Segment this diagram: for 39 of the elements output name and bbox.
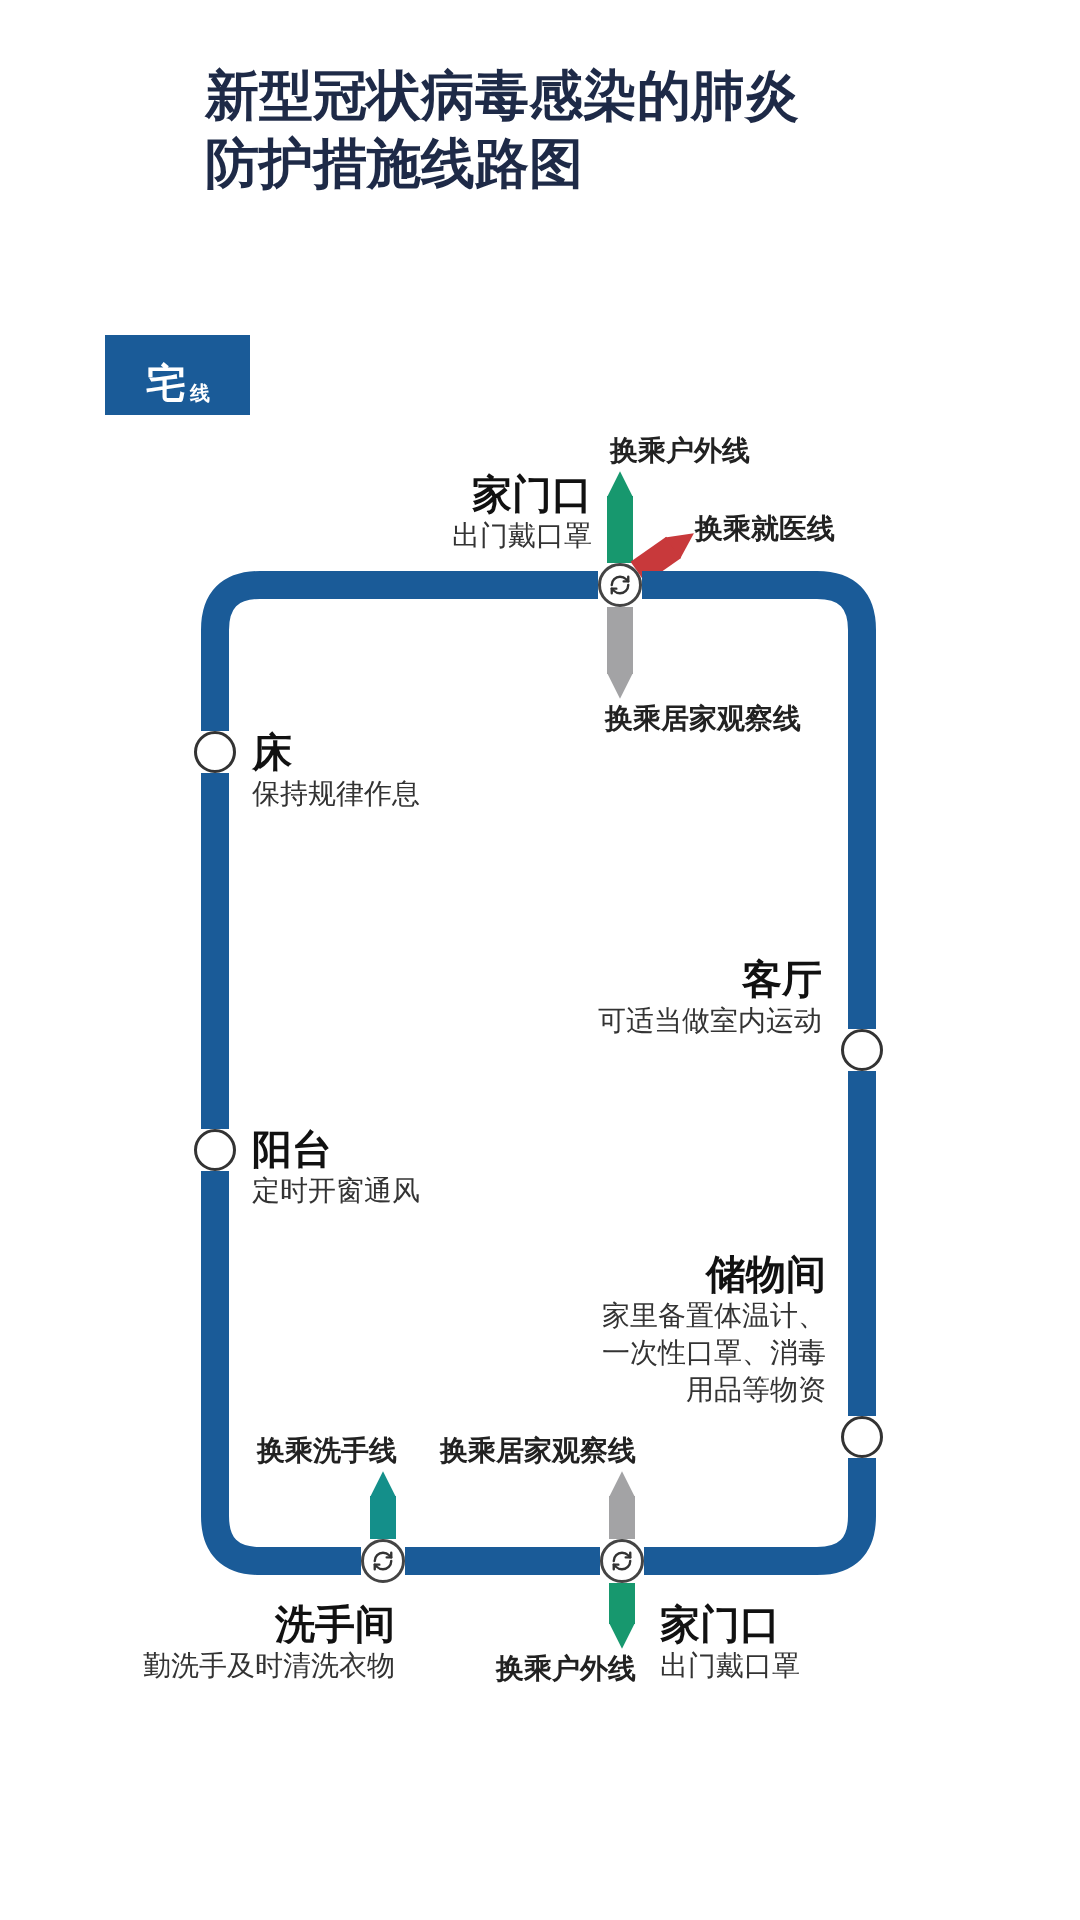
metro-line (201, 773, 229, 1129)
station-note: 家里备置体温计、一次性口罩、消毒用品等物资 (601, 1299, 826, 1407)
station-note: 勤洗手及时清洗衣物 (143, 1649, 395, 1683)
transfer-label: 换乘户外线 (610, 434, 750, 468)
metro-line (201, 571, 598, 731)
transfer-label: 换乘居家观察线 (440, 1434, 636, 1468)
transfer-label: 换乘户外线 (496, 1652, 636, 1686)
metro-line (848, 1071, 876, 1416)
station-name: 储物间 (706, 1251, 826, 1298)
station-note: 定时开窗通风 (252, 1174, 420, 1208)
transfer-arrow (609, 1471, 635, 1539)
transfer-arrow (607, 471, 633, 563)
transfer-icon (361, 1539, 405, 1583)
station-note: 出门戴口罩 (660, 1649, 800, 1683)
station-note: 保持规律作息 (252, 777, 420, 811)
transfer-arrow (370, 1471, 396, 1539)
transfer-icon (600, 1539, 644, 1583)
title: 新型冠状病毒感染的肺炎防护措施线路图 (205, 64, 800, 195)
transfer-arrow (607, 607, 633, 699)
line-name: 线 (189, 383, 210, 403)
station-name: 床 (252, 729, 292, 776)
station-note: 出门戴口罩 (452, 519, 592, 553)
line-name-box (105, 335, 250, 415)
metro-line (405, 1547, 600, 1575)
transfer-icon (598, 563, 642, 607)
station-name: 洗手间 (275, 1601, 395, 1648)
station-name: 家门口 (660, 1601, 780, 1648)
transfer-arrow (609, 1583, 635, 1649)
station-name: 客厅 (742, 956, 822, 1003)
metro-line (644, 1458, 876, 1575)
metro-line (201, 1171, 361, 1575)
transfer-label: 换乘就医线 (695, 512, 835, 546)
station-name: 阳台 (252, 1126, 332, 1173)
station-name: 家门口 (472, 471, 592, 518)
metro-line (642, 571, 876, 1029)
transfer-label: 换乘洗手线 (257, 1434, 397, 1468)
line-name: 宅 (145, 363, 186, 403)
transfer-label: 换乘居家观察线 (605, 702, 801, 736)
station-note: 可适当做室内运动 (598, 1004, 822, 1038)
